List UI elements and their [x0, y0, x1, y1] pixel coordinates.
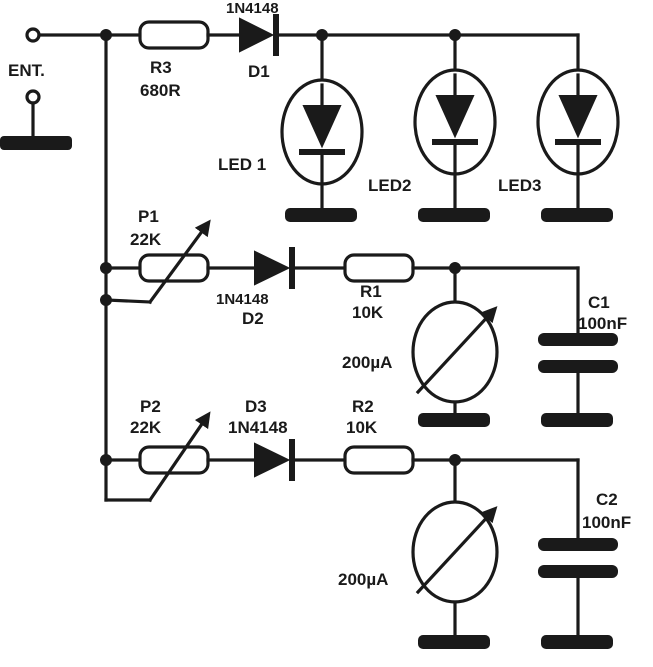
input-ground — [0, 136, 72, 150]
c1-name: C1 — [588, 293, 610, 312]
potentiometer-p1 — [104, 219, 211, 305]
resistor-r2 — [343, 445, 415, 475]
led-1 — [280, 33, 364, 222]
d3-part: 1N4148 — [228, 418, 288, 437]
led-3 — [536, 33, 620, 222]
input-label: ENT. — [8, 61, 45, 80]
meter-1 — [411, 266, 499, 427]
capacitor-c2 — [538, 458, 618, 649]
r1-name: R1 — [360, 282, 382, 301]
d2-part: 1N4148 — [216, 291, 269, 308]
r1-value: 10K — [352, 303, 384, 322]
potentiometer-p2 — [104, 411, 211, 503]
meter1-label: 200µA — [342, 353, 392, 372]
led2-label: LED2 — [368, 176, 411, 195]
led-2 — [413, 33, 497, 222]
c2-value: 100nF — [582, 513, 631, 532]
r3-name: R3 — [150, 58, 172, 77]
c2-name: C2 — [596, 490, 618, 509]
d1-part: 1N4148 — [226, 0, 279, 17]
led3-label: LED3 — [498, 176, 541, 195]
d1-name: D1 — [248, 62, 270, 81]
p1-name: P1 — [138, 207, 159, 226]
r2-value: 10K — [346, 418, 378, 437]
diode-d2 — [254, 247, 295, 289]
diode-d1 — [239, 14, 279, 56]
capacitor-c1 — [538, 266, 618, 427]
c1-value: 100nF — [578, 314, 627, 333]
p2-name: P2 — [140, 397, 161, 416]
meter2-label: 200µA — [338, 570, 388, 589]
resistor-r3 — [138, 20, 210, 50]
resistor-r1 — [343, 253, 415, 283]
r3-value: 680R — [140, 81, 181, 100]
p2-value: 22K — [130, 418, 162, 437]
d2-name: D2 — [242, 309, 264, 328]
meter-2 — [411, 458, 499, 649]
led1-label: LED 1 — [218, 155, 266, 174]
diode-d3 — [254, 439, 295, 481]
d3-name: D3 — [245, 397, 267, 416]
p1-value: 22K — [130, 230, 162, 249]
r2-name: R2 — [352, 397, 374, 416]
input-terminal — [0, 27, 72, 150]
